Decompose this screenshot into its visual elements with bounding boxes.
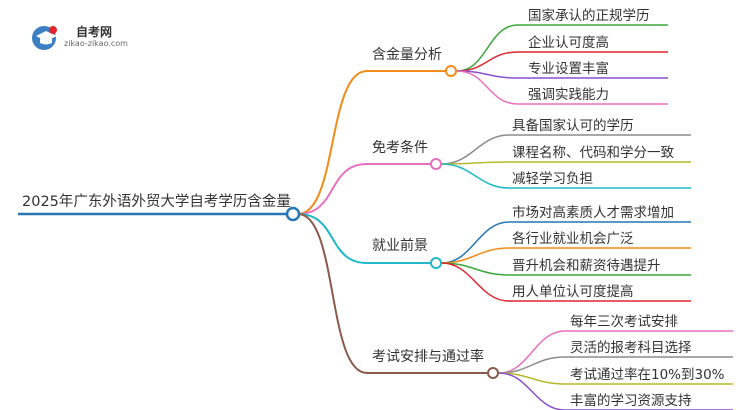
branch-node xyxy=(430,257,442,269)
root-node xyxy=(285,206,301,222)
branch-label: 就业前景 xyxy=(372,237,428,254)
branch-node xyxy=(445,65,457,77)
branch-label: 考试安排与通过率 xyxy=(372,348,484,365)
logo-url: zikao-zikao.com xyxy=(64,39,128,48)
leaf-connector xyxy=(456,51,519,72)
leaf-connector xyxy=(498,372,566,410)
leaf-connector xyxy=(441,221,510,264)
root-label: 2025年广东外语外贸大学自考学历含金量 xyxy=(22,193,291,210)
leaf-label: 考试通过率在10%到30% xyxy=(570,366,725,383)
leaf-label: 专业设置丰富 xyxy=(528,60,609,77)
leaf-label: 具备国家认可的学历 xyxy=(512,117,634,134)
branch-label: 免考条件 xyxy=(372,139,428,156)
branch-connector xyxy=(297,163,368,215)
leaf-label: 各行业就业机会广泛 xyxy=(512,231,634,247)
leaf-label: 企业认可度高 xyxy=(528,34,609,51)
leaf-label: 课程名称、代码和学分一致 xyxy=(512,145,674,161)
leaf-label: 每年三次考试安排 xyxy=(570,314,678,330)
branch-label: 含金量分析 xyxy=(372,47,442,63)
branch-node xyxy=(430,158,442,170)
leaf-connector xyxy=(498,330,566,374)
leaf-connector xyxy=(441,134,510,165)
leaf-connector xyxy=(456,24,519,72)
leaf-label: 强调实践能力 xyxy=(528,87,609,103)
site-logo[interactable]: 自考网 zikao-zikao.com xyxy=(30,22,140,52)
leaf-label: 市场对高素质人才需求增加 xyxy=(512,204,674,221)
leaf-connector xyxy=(456,70,519,105)
leaf-label: 国家承认的正规学历 xyxy=(528,7,650,24)
branch-connector xyxy=(297,213,368,374)
leaf-connector xyxy=(441,163,510,189)
branch-connector xyxy=(297,213,368,264)
logo-title: 自考网 xyxy=(76,25,113,39)
graduation-cap-icon xyxy=(32,26,57,50)
branch-connector xyxy=(297,70,368,215)
branch-node xyxy=(487,367,499,379)
leaf-label: 灵活的报考科目选择 xyxy=(570,340,692,356)
leaf-label: 用人单位认可度提高 xyxy=(512,283,634,300)
leaf-connector xyxy=(441,262,510,302)
leaf-label: 减轻学习负担 xyxy=(512,171,593,187)
leaf-connector xyxy=(498,356,566,374)
leaf-label: 晋升机会和薪资待遇提升 xyxy=(512,258,661,274)
leaf-label: 丰富的学习资源支持 xyxy=(570,392,692,409)
